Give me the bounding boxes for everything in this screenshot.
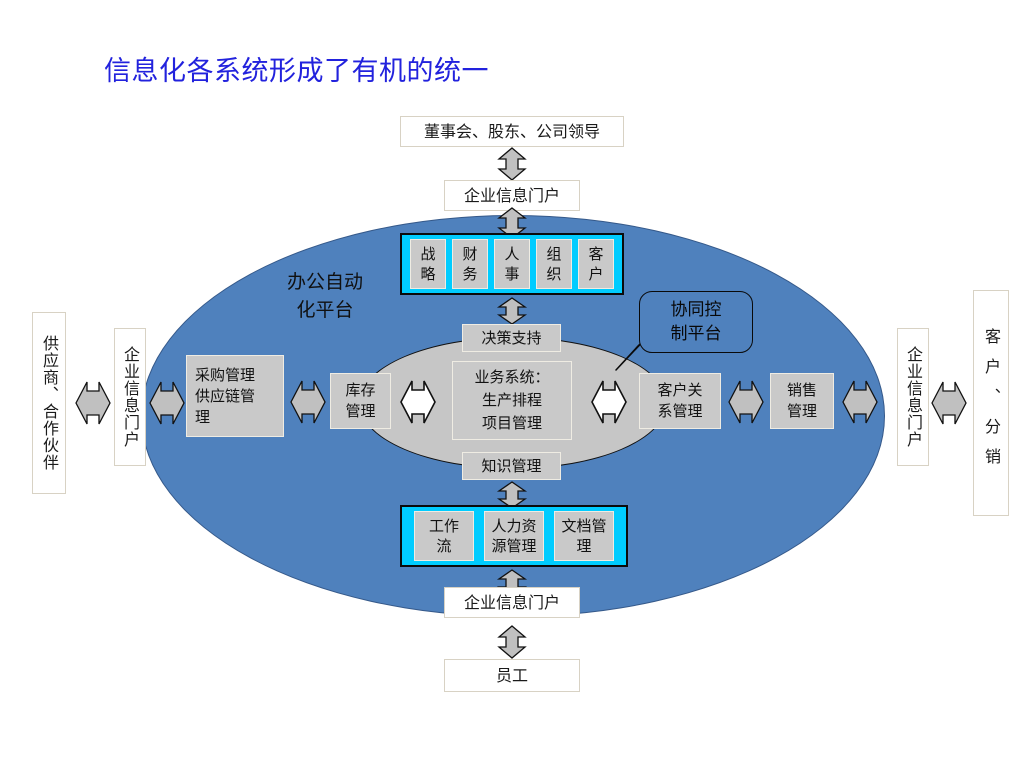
- supplier-partner-box: 供应商、合作伙伴: [32, 312, 66, 494]
- arrow-core-to-crm: [591, 379, 627, 425]
- portal-box-top: 企业信息门户: [444, 180, 580, 211]
- portal-box-left: 企业信息门户: [114, 328, 146, 466]
- crm-box: 客户关 系管理: [639, 373, 721, 429]
- portal-label-left: 企业信息门户: [121, 346, 140, 448]
- decision-support-box: 决策支持: [462, 324, 561, 352]
- page-title: 信息化各系统形成了有机的统一: [104, 56, 489, 87]
- module-slot: 人力资 源管理: [484, 511, 544, 561]
- arrow-sales-to-right-portal: [842, 379, 878, 425]
- office-automation-label: 办公自动 化平台: [286, 271, 363, 321]
- module-slot: 工作 流: [414, 511, 474, 561]
- arrow-top-band-to-core: [496, 297, 528, 325]
- inventory-management-box: 库存 管理: [330, 373, 391, 429]
- portal-box-bottom: 企业信息门户: [444, 587, 580, 618]
- customer-distribution-label: 客户、分销: [982, 328, 1001, 478]
- module-slot: 人 事: [494, 239, 530, 289]
- collaboration-platform-callout: 协同控 制平台: [639, 291, 753, 353]
- module-slot: 组 织: [536, 239, 572, 289]
- arrow-right-portal-to-customer: [931, 380, 967, 426]
- module-slot: 财 务: [452, 239, 488, 289]
- arrow-inventory-to-core: [400, 379, 436, 425]
- arrow-crm-to-sales: [728, 379, 764, 425]
- arrow-purchase-to-inventory: [290, 379, 326, 425]
- bottom-module-band: 工作 流人力资 源管理文档管 理: [400, 505, 628, 567]
- portal-box-right: 企业信息门户: [897, 328, 929, 466]
- module-slot: 客 户: [578, 239, 614, 289]
- business-system-box: 业务系统： 生产排程 项目管理: [452, 361, 572, 440]
- module-slot: 文档管 理: [554, 511, 614, 561]
- arrow-portal-to-employees: [497, 625, 527, 659]
- knowledge-management-box: 知识管理: [462, 452, 561, 480]
- purchase-management-box: 采购管理 供应链管 理: [186, 355, 284, 437]
- stakeholder-box-top: 董事会、股东、公司领导: [400, 116, 624, 147]
- supplier-partner-label: 供应商、合作伙伴: [40, 335, 59, 471]
- arrow-stakeholders-to-portal-top: [497, 147, 527, 181]
- portal-label-right: 企业信息门户: [904, 346, 923, 448]
- module-slot: 战 略: [410, 239, 446, 289]
- sales-management-box: 销售 管理: [770, 373, 834, 429]
- arrow-left-portal-to-purchase: [149, 380, 185, 426]
- arrow-partner-to-left-portal: [75, 380, 111, 426]
- top-module-band: 战 略财 务人 事组 织客 户: [400, 233, 624, 295]
- customer-distribution-box: 客户、分销: [973, 290, 1009, 516]
- employee-box: 员工: [444, 659, 580, 692]
